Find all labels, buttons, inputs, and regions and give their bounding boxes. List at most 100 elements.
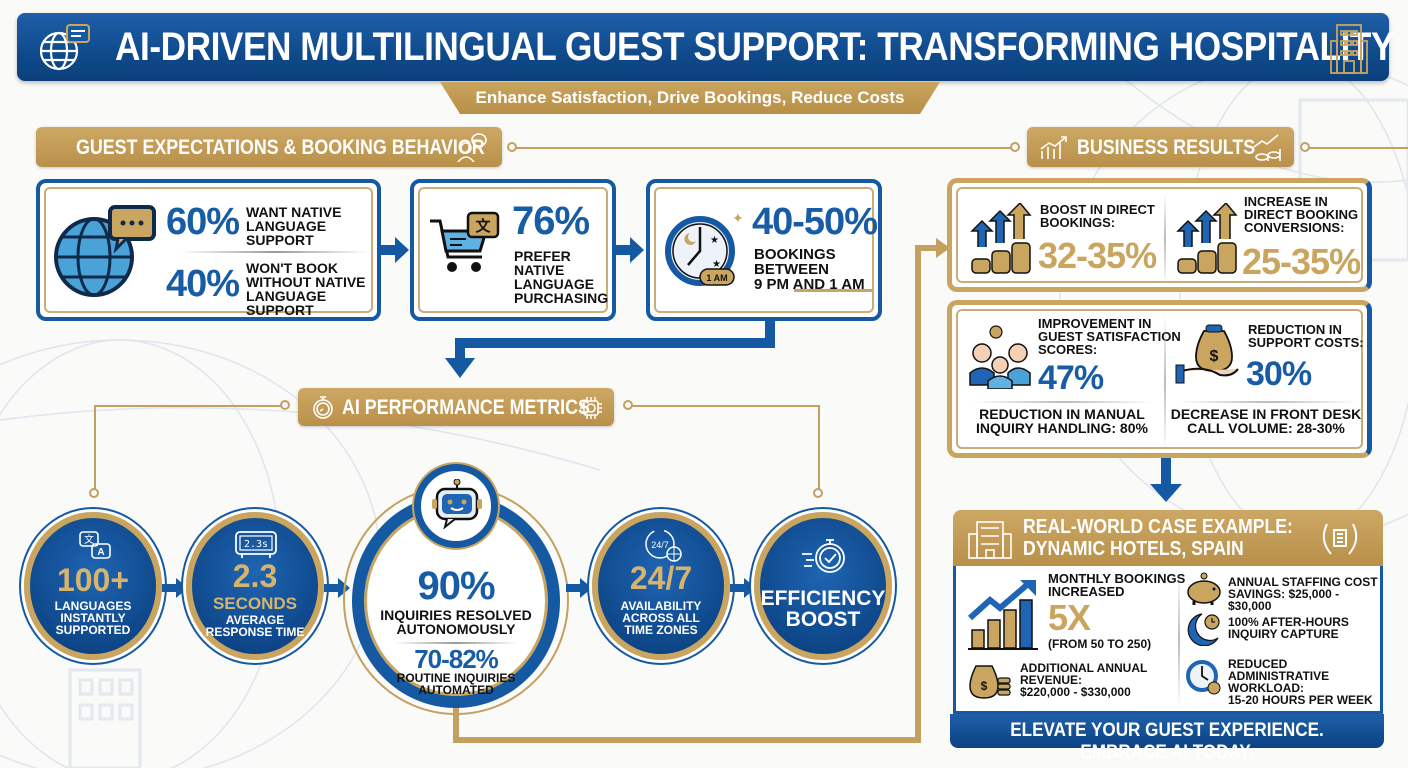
- connector-dot: [89, 488, 99, 498]
- connector-line: [632, 405, 820, 407]
- stat-label: PREFER NATIVE LANGUAGE PURCHASING: [514, 248, 609, 306]
- stat-label: WANT NATIVE LANGUAGE SUPPORT: [246, 204, 342, 248]
- connector-dot: [813, 488, 823, 498]
- stopwatch-icon: [313, 396, 333, 419]
- metric-unit: SECONDS: [212, 594, 298, 613]
- arrow-right-icon: [616, 237, 644, 263]
- divider: [1178, 572, 1180, 708]
- stat-label: WON'T BOOK WITHOUT NATIVE LANGUAGE SUPPO…: [246, 260, 366, 318]
- guest-card-purchasing: 文 76% PREFER NATIVE LANGUAGE PURCHASING: [410, 179, 616, 321]
- arrows-coins-icon: [970, 203, 1032, 274]
- coins-growth-icon: [1253, 134, 1281, 161]
- case-study-title: REAL-WORLD CASE EXAMPLE: DYNAMIC HOTELS,…: [1023, 516, 1293, 560]
- metric-caption: AVERAGE RESPONSE TIME: [205, 613, 305, 639]
- stat-value: 40%: [166, 263, 240, 305]
- result-label: BOOST IN DIRECT BOOKINGS:: [1040, 202, 1155, 230]
- subtitle: Enhance Satisfaction, Drive Bookings, Re…: [475, 88, 905, 107]
- piggy-bank-icon: [1187, 572, 1221, 605]
- metric-caption-secondary: ROUTINE INQUIRIES AUTOMATED: [396, 671, 516, 697]
- globe-chat-icon: [39, 24, 90, 71]
- connector-dot: [1010, 142, 1020, 152]
- call-to-action-text: ELEVATE YOUR GUEST EXPERIENCE. EMBRACE A…: [1010, 720, 1324, 763]
- metric-availability: 24/7 24/7 AVAILABILITY ACROSS ALL TIME Z…: [592, 512, 730, 660]
- section-header-guest-expectations: GUEST EXPECTATIONS & BOOKING BEHAVIOR: [36, 127, 502, 167]
- section-header-ai-metrics: AI PERFORMANCE METRICS: [298, 388, 614, 426]
- person-thought-icon: [457, 133, 487, 162]
- flow-connector-to-results: [453, 238, 950, 743]
- result-footer: DECREASE IN FRONT DESK CALL VOLUME: 28-3…: [1170, 406, 1362, 436]
- results-card-bookings: BOOST IN DIRECT BOOKINGS: 32-35% INCREAS…: [947, 178, 1372, 292]
- svg-text:✦: ✦: [732, 210, 744, 226]
- svg-text:★: ★: [712, 259, 721, 270]
- metric-efficiency-boost: EFFICIENCY BOOST: [754, 512, 892, 660]
- svg-text:24/7: 24/7: [651, 540, 669, 550]
- section-title: AI PERFORMANCE METRICS: [342, 396, 590, 419]
- result-value: 47%: [1038, 359, 1104, 397]
- stat-value: 76%: [512, 199, 590, 243]
- result-footer: REDUCTION IN MANUAL INQUIRY HANDLING: 80…: [976, 406, 1148, 436]
- page-title: AI-DRIVEN MULTILINGUAL GUEST SUPPORT: TR…: [115, 25, 1395, 69]
- stopwatch-check-icon: [802, 539, 845, 573]
- hotel-icon: [968, 521, 1012, 559]
- ai-chip-icon: [580, 397, 602, 419]
- metric-caption: INQUIRIES RESOLVED AUTONOMOUSLY: [380, 607, 532, 637]
- connector-dot: [1300, 142, 1310, 152]
- underline: [794, 289, 872, 292]
- arrow-right-icon: [162, 578, 188, 598]
- connector-line: [94, 405, 284, 407]
- subtitle-banner: Enhance Satisfaction, Drive Bookings, Re…: [440, 82, 940, 114]
- svg-text:$: $: [1210, 348, 1219, 365]
- arrows-coins-icon: [1176, 203, 1238, 274]
- divider: [1164, 193, 1166, 285]
- case-study-header: REAL-WORLD CASE EXAMPLE: DYNAMIC HOTELS,…: [953, 510, 1383, 566]
- connector-line: [1308, 147, 1408, 149]
- section-header-business-results: BUSINESS RESULTS: [1027, 127, 1294, 167]
- metric-caption: LANGUAGES INSTANTLY SUPPORTED: [54, 599, 132, 637]
- stat-value: 60%: [166, 201, 240, 243]
- laurel-hotel-icon: [1322, 523, 1358, 555]
- call-to-action-banner: ELEVATE YOUR GUEST EXPERIENCE. EMBRACE A…: [950, 714, 1384, 763]
- translate-bubbles-icon: 文A: [79, 531, 111, 559]
- hotel-building-icon: [1330, 24, 1368, 74]
- arrow-right-icon: [381, 237, 409, 263]
- svg-text:$: $: [981, 679, 988, 693]
- case-study-body: MONTHLY BOOKINGS INCREASED 5X (FROM 50 T…: [953, 566, 1383, 714]
- section-title: GUEST EXPECTATIONS & BOOKING BEHAVIOR: [76, 136, 485, 159]
- arrow-right-icon: [730, 578, 756, 598]
- guest-card-language-support: 60% WANT NATIVE LANGUAGE SUPPORT 40% WON…: [36, 179, 381, 321]
- svg-text:★: ★: [710, 235, 719, 246]
- flow-arrow-down: [445, 320, 775, 378]
- svg-text:1 AM: 1 AM: [706, 273, 727, 283]
- result-label: REDUCTION IN SUPPORT COSTS:: [1248, 322, 1364, 350]
- case-label: ANNUAL STAFFING COST SAVINGS: $25,000 - …: [1228, 575, 1378, 613]
- section-title: BUSINESS RESULTS: [1077, 136, 1256, 159]
- divider: [1178, 401, 1358, 403]
- metric-value: 2.3: [232, 558, 278, 594]
- metric-caption: AVAILABILITY ACROSS ALL TIME ZONES: [620, 599, 702, 637]
- clock-icon: [1186, 660, 1221, 695]
- results-card-satisfaction-costs: IMPROVEMENT IN GUEST SATISFACTION SCORES…: [947, 300, 1372, 458]
- shopping-cart-translate-icon: 文: [430, 211, 500, 272]
- guest-card-night-bookings: ★★ ✦ 1 AM 40-50% BOOKINGS BETWEEN 9 PM A…: [646, 179, 882, 321]
- arrow-down-icon: [1150, 458, 1182, 502]
- svg-text:文: 文: [84, 533, 94, 546]
- growth-bars-arrow-icon: [968, 580, 1038, 650]
- svg-text:2.3s: 2.3s: [244, 539, 268, 550]
- money-bag-hand-icon: $: [1175, 324, 1239, 384]
- divider: [972, 401, 1152, 403]
- divider: [180, 251, 370, 253]
- growth-chart-icon: [1040, 136, 1067, 159]
- stat-value: 40-50%: [752, 201, 878, 243]
- case-label: MONTHLY BOOKINGS INCREASED: [1048, 571, 1186, 599]
- case-label: ADDITIONAL ANNUAL REVENUE: $220,000 - $3…: [1020, 661, 1148, 699]
- connector-dot: [623, 400, 633, 410]
- moon-clock-icon: [1187, 613, 1220, 646]
- digital-clock-icon: 2.3s: [235, 531, 277, 558]
- svg-text:文: 文: [475, 217, 491, 235]
- globe-speech-bubble-icon: [54, 205, 156, 297]
- case-label: 100% AFTER-HOURS INQUIRY CAPTURE: [1228, 615, 1349, 641]
- connector-line: [94, 405, 96, 490]
- connector-line: [818, 405, 820, 490]
- title-banner: AI-DRIVEN MULTILINGUAL GUEST SUPPORT: TR…: [17, 13, 1395, 81]
